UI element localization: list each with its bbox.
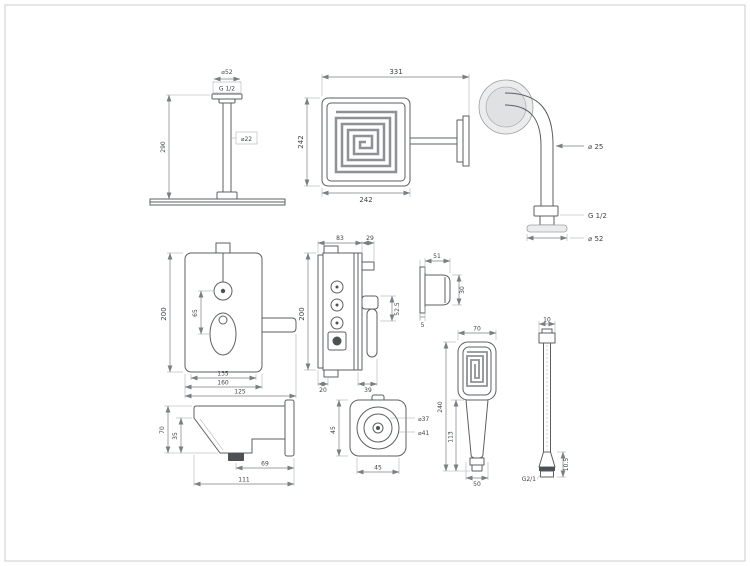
dim-ceiling-flange-dia: ⌀52: [221, 69, 232, 76]
dim-knob-spacing: 65: [192, 309, 199, 317]
dim-reach-total: 111: [238, 477, 250, 484]
drawing-line: [218, 315, 228, 325]
drawing-line: [335, 321, 339, 325]
mixer-lever: [209, 312, 237, 356]
wall-arm-pipe: [504, 92, 554, 206]
dim-head-height: 242: [297, 135, 305, 148]
side-handle: [361, 295, 379, 310]
extension-line: [536, 473, 542, 480]
wall-arm-view: ⌀ 25 G 1/2 ⌀ 52: [478, 79, 607, 243]
dim-arm-flange-dia: ⌀ 52: [588, 235, 603, 243]
mixer-outlet-profile: [261, 317, 297, 333]
aerator: [228, 453, 244, 461]
drawing-line: [220, 288, 226, 294]
maze-pattern: [334, 110, 398, 174]
dim-mixer-width-outer: 160: [217, 380, 229, 387]
tub-spout-view: 70 35 69 111: [159, 399, 295, 487]
dim-handle-offset: 39: [364, 387, 372, 394]
check-valve-view: 45 ⌀37 ⌀41 45: [330, 394, 429, 475]
drawing-line: [504, 104, 542, 206]
drawing-line: [539, 215, 555, 226]
arm-end-flange: [526, 224, 568, 233]
hand-shower-view: 70 240 113 50: [437, 326, 497, 488]
dim-head-width: 242: [359, 196, 372, 204]
mixer-side-trim: [317, 254, 324, 369]
drawing-border: [4, 4, 746, 562]
dim-handle-length: 113: [448, 431, 455, 443]
bolt: [332, 336, 342, 346]
drawing-line: [335, 303, 339, 307]
dim-mouth-height: 35: [172, 432, 179, 440]
dim-body-depth: 83: [336, 235, 344, 242]
dim-total-length: 240: [437, 401, 444, 413]
ceiling-arm-view: ⌀52 G 1/2 ⌀22 290: [149, 69, 286, 206]
hand-shower-maze: [466, 351, 488, 387]
hose-top-fitting: [538, 332, 556, 344]
dim-mixer-height: 200: [160, 307, 168, 320]
drawing-line: [539, 467, 555, 471]
drawing-line: [361, 261, 375, 271]
dim-reach-inner: 69: [261, 461, 269, 468]
label-ceiling-thread: G 1/2: [219, 86, 235, 93]
showerhead-top-view: 331 242 242: [297, 68, 470, 204]
dim-ceiling-pipe-dia: ⌀22: [241, 136, 252, 143]
hand-shower-handle: [465, 399, 489, 459]
mixer-front-view: 200 65 135 160 125: [160, 242, 297, 399]
spout-wall-plate: [284, 399, 295, 457]
drawing-line: [469, 457, 485, 466]
dim-knob-width: 51: [433, 253, 441, 260]
dim-ceiling-drop: 290: [160, 141, 167, 153]
label-box: [212, 81, 242, 94]
dim-bottom-width: 50: [473, 481, 481, 488]
dim-valve-dia-inner: ⌀37: [418, 416, 429, 423]
mixer-side-body: [322, 252, 363, 371]
drawing-line: [323, 245, 339, 254]
drawing-line: [376, 426, 380, 430]
dim-hose-fitting-height: 10.5: [563, 458, 570, 472]
dim-head-width: 70: [473, 326, 481, 333]
drawing-line: [363, 413, 393, 443]
label-arm-thread: G 1/2: [588, 212, 607, 220]
drawing-line: [462, 346, 492, 396]
dim-arm-reach: 331: [389, 68, 402, 76]
drawing-line: [533, 205, 559, 217]
drawing-line: [485, 86, 527, 128]
dim-valve-height: 45: [330, 426, 337, 434]
shower-hose-view: 10 10.5 G2/1: [522, 317, 570, 484]
dim-valve-width: 45: [374, 465, 382, 472]
drawing-line: [540, 470, 554, 478]
drawing-line: [323, 369, 339, 378]
dim-handle-depth: 29: [366, 235, 374, 242]
wall-mount-plate: [462, 115, 470, 167]
dim-arm-pipe-dia: ⌀ 25: [588, 143, 603, 151]
drawing-line: [366, 308, 378, 358]
drawing-line: [216, 191, 238, 200]
ceiling-flange: [211, 93, 243, 100]
knob-body: [424, 274, 451, 306]
extension-line: [199, 418, 224, 451]
mixer-side-view: 83 29 200 52.5 20 39: [298, 235, 401, 394]
dim-mixer-depth: 125: [234, 389, 246, 396]
handle-knob-detail: 51 30 5: [419, 253, 466, 329]
drawing-line: [218, 98, 236, 104]
dim-side-height: 200: [298, 307, 306, 320]
dim-valve-dia-outer: ⌀41: [418, 430, 429, 437]
dim-plate-offset: 20: [319, 387, 327, 394]
drawing-line: [215, 242, 231, 254]
dim-hose-fitting-width: 10: [543, 317, 551, 324]
drawing-line: [456, 119, 464, 163]
drawing-line: [372, 422, 384, 434]
drawing-line: [471, 464, 483, 472]
drawing-line: [326, 102, 406, 182]
dim-spout-height: 70: [159, 426, 166, 434]
drawing-line: [335, 285, 339, 289]
dim-knob-height: 30: [459, 286, 466, 294]
dim-mixer-width-inner: 135: [217, 371, 229, 378]
label-hose-thread: G2/1: [522, 476, 536, 483]
dim-plate-thickness: 5: [421, 322, 425, 329]
hose-cone-fitting: [538, 451, 556, 468]
drawing-line: [419, 266, 426, 314]
dim-handle-length: 52.5: [394, 302, 401, 316]
